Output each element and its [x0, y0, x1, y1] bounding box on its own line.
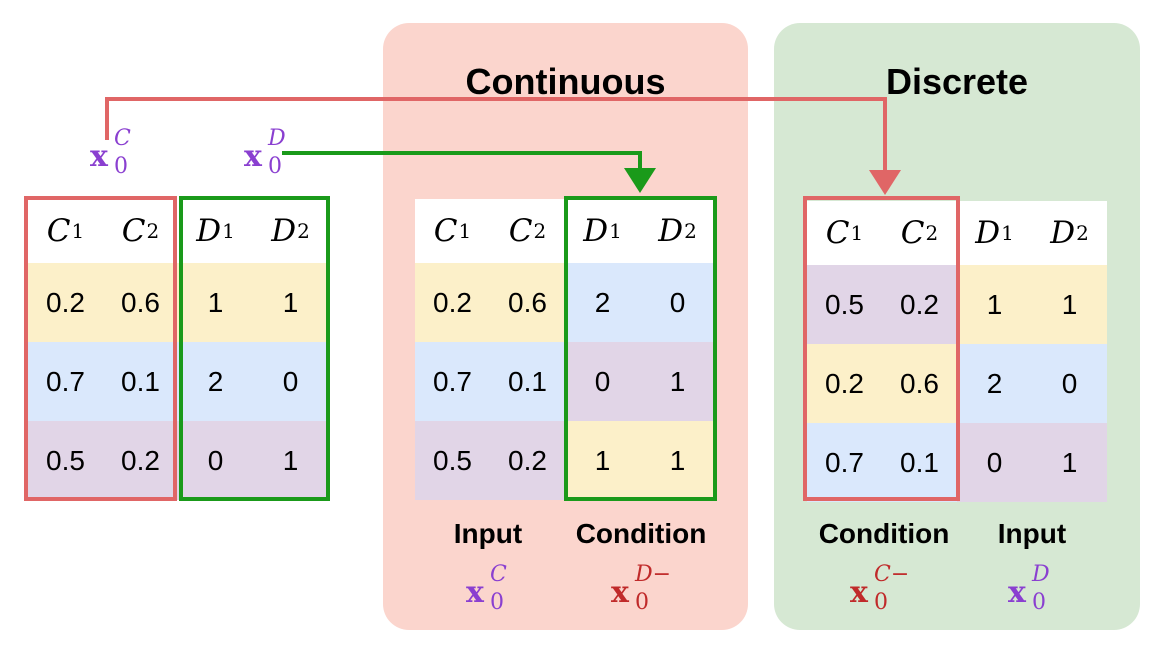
table-cell: 1: [565, 421, 640, 500]
table-cell: 0.6: [882, 344, 957, 423]
table-cell: 0.6: [490, 263, 565, 342]
table-cell: 2: [565, 263, 640, 342]
table-cell: 0.7: [28, 342, 103, 421]
discrete-to-continuous-arrow: [282, 151, 642, 172]
table-cell: 0.2: [415, 263, 490, 342]
table-cell: 0.2: [103, 421, 178, 500]
table-cell: 0: [640, 263, 715, 342]
continuous-condition-label: Condition: [575, 518, 707, 549]
table-cell: 0.6: [103, 263, 178, 342]
source-discrete-box: [179, 196, 330, 501]
table-cell: 1: [640, 421, 715, 500]
table-cell: 0.7: [415, 342, 490, 421]
discrete-input-label: Input: [997, 518, 1067, 549]
table-cell: 0: [565, 342, 640, 421]
table-cell: 1: [253, 263, 328, 342]
table-cell: 1: [957, 265, 1032, 344]
table-cell: 0.2: [28, 263, 103, 342]
discrete-title: Discrete: [885, 61, 1029, 102]
source-continuous-box: [24, 196, 177, 501]
table-cell: 1: [1032, 423, 1107, 502]
table-cell: 0: [178, 421, 253, 500]
table-cell: 0.2: [807, 344, 882, 423]
table-cell: 0: [957, 423, 1032, 502]
table-cell: 0.1: [490, 342, 565, 421]
table-cell: 0.5: [415, 421, 490, 500]
green-arrowhead: [624, 168, 656, 193]
discrete-condition-label: Condition: [818, 518, 950, 549]
table-cell: 1: [1032, 265, 1107, 344]
table-cell: 0: [253, 342, 328, 421]
discrete-condition-box: [803, 196, 960, 501]
table-cell: 1: [253, 421, 328, 500]
table-cell: 0.7: [807, 423, 882, 502]
table-cell: 0.2: [490, 421, 565, 500]
table-cell: 1: [640, 342, 715, 421]
table-cell: 1: [178, 263, 253, 342]
table-cell: 0.2: [882, 265, 957, 344]
table-cell: 0.1: [882, 423, 957, 502]
table-cell: 2: [178, 342, 253, 421]
red-arrowhead: [869, 170, 901, 195]
continuous-input-label: Input: [453, 518, 523, 549]
table-cell: 0: [1032, 344, 1107, 423]
table-cell: 0.5: [28, 421, 103, 500]
table-cell: 0.1: [103, 342, 178, 421]
continuous-to-discrete-arrow: [105, 97, 887, 176]
table-cell: 0.5: [807, 265, 882, 344]
continuous-condition-box: [564, 196, 717, 501]
table-cell: 2: [957, 344, 1032, 423]
continuous-title: Continuous: [465, 61, 666, 102]
